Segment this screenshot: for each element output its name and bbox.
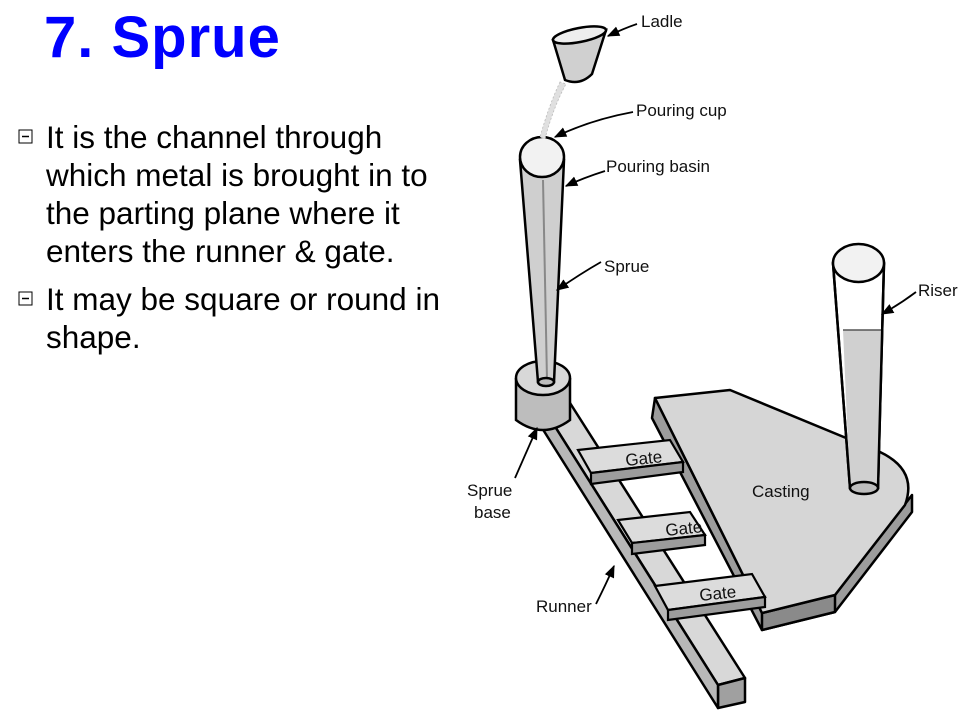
gate-3 [653,572,767,622]
sprue-label: Sprue [604,257,649,276]
gate-1 [576,438,685,486]
sprue-base [514,359,572,432]
metal-stream [539,81,567,140]
pouring-basin-leader [564,170,606,187]
sprue-base-label-line2: base [474,503,511,522]
bullet-list: It is the channel through which metal is… [18,118,468,366]
ladle [551,25,608,84]
leader-lines [514,23,917,605]
bullet-marker-icon [18,129,33,144]
runner-label: Runner [536,597,592,616]
casting-block [650,388,914,632]
bullet-item: It is the channel through which metal is… [18,118,468,270]
sprue-base-leader [514,426,538,479]
sprue-base-label-line1: Sprue [467,481,512,500]
casting-label: Casting [752,482,810,501]
gate-label-1: Gate [624,447,663,470]
gate-label-3: Gate [698,582,737,605]
pouring-basin-label: Pouring basin [606,157,710,176]
gate-label-2: Gate [664,517,703,540]
riser-label: Riser [918,281,958,300]
sprue-leader [555,261,602,291]
riser [831,242,886,496]
bullet-item: It may be square or round in shape. [18,280,468,356]
pouring-cup-leader [553,111,634,138]
bullet-marker-icon [18,291,33,306]
slide-title: 7. Sprue [44,5,281,70]
runner-leader [595,564,615,605]
ladle-label: Ladle [641,12,683,31]
sprue-column [518,135,566,388]
pouring-cup-label: Pouring cup [636,101,727,120]
ladle-leader [606,23,638,37]
bullet-text: It is the channel through which metal is… [46,119,428,269]
bullet-text: It may be square or round in shape. [46,281,440,355]
riser-leader [880,291,917,315]
gate-2 [616,510,707,556]
